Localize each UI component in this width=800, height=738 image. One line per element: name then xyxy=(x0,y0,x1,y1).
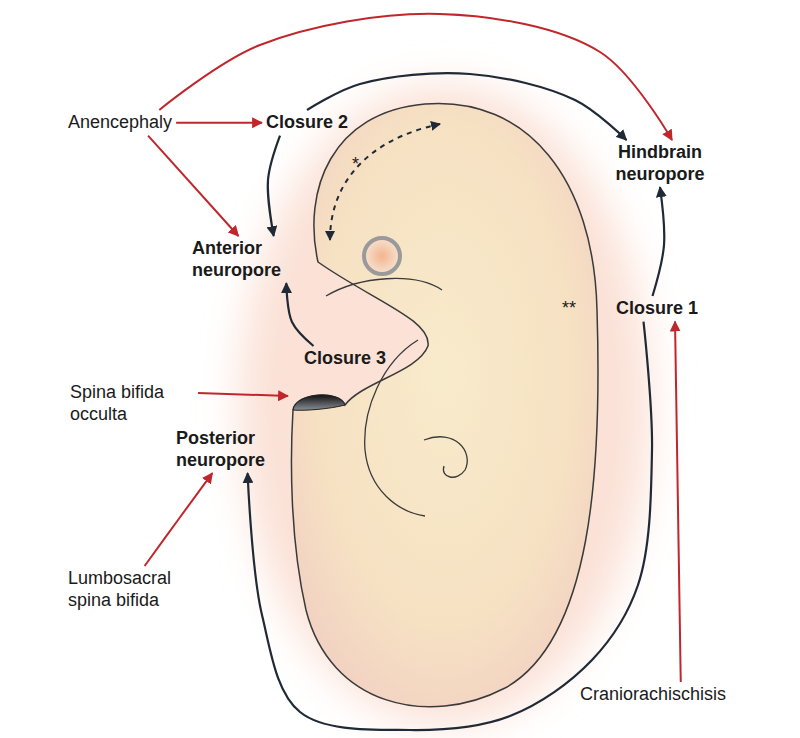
label-node: Hindbrain neuropore xyxy=(600,140,720,187)
node-text: Closure 3 xyxy=(304,348,386,370)
label-node: Craniorachischisis xyxy=(576,682,730,708)
closure-arrow xyxy=(286,283,313,346)
closure-arrow xyxy=(145,473,213,566)
tail-curl xyxy=(424,437,467,477)
note-label: ** xyxy=(558,296,580,322)
label-text: Spina bifida occulta xyxy=(70,382,196,425)
closure-arrow xyxy=(159,14,672,140)
node-text: Posterior neuropore xyxy=(176,428,294,471)
closure-arrow xyxy=(148,136,238,236)
embryo-outline xyxy=(291,103,598,706)
note-label: * xyxy=(348,152,363,178)
closure-arrow xyxy=(307,73,626,140)
closure-arrow xyxy=(268,136,280,236)
node-text: Lumbosacral spina bifida xyxy=(68,568,190,611)
node-text: Anterior neuropore xyxy=(192,238,310,281)
label-text: * xyxy=(352,154,359,176)
label-node: Closure 2 xyxy=(262,110,352,136)
jaw-line xyxy=(326,279,442,296)
glow xyxy=(240,85,650,725)
label-node: Anencephaly xyxy=(64,110,176,136)
leader-arrow xyxy=(198,393,288,396)
closure-arrow xyxy=(675,322,681,682)
node-text: Hindbrain neuropore xyxy=(604,142,716,185)
node-text: Closure 1 xyxy=(616,298,698,320)
label-node: Closure 3 xyxy=(300,346,390,372)
label-node: Anterior neuropore xyxy=(188,236,314,283)
label-node: Closure 1 xyxy=(612,296,702,322)
closure-arrow xyxy=(248,322,652,730)
closure-arrow xyxy=(176,122,262,124)
closure-arrow xyxy=(653,187,665,296)
label-text: ** xyxy=(562,298,576,320)
closure-2-direction xyxy=(330,124,440,240)
node-text: Anencephaly xyxy=(68,112,172,134)
node-text: Closure 2 xyxy=(266,112,348,134)
label-node: Lumbosacral spina bifida xyxy=(64,566,194,613)
eye xyxy=(364,238,400,274)
note-label: Spina bifida occulta xyxy=(66,380,200,427)
label-node: Posterior neuropore xyxy=(172,426,298,473)
node-text: Craniorachischisis xyxy=(580,684,726,706)
tail-cap xyxy=(293,395,345,410)
